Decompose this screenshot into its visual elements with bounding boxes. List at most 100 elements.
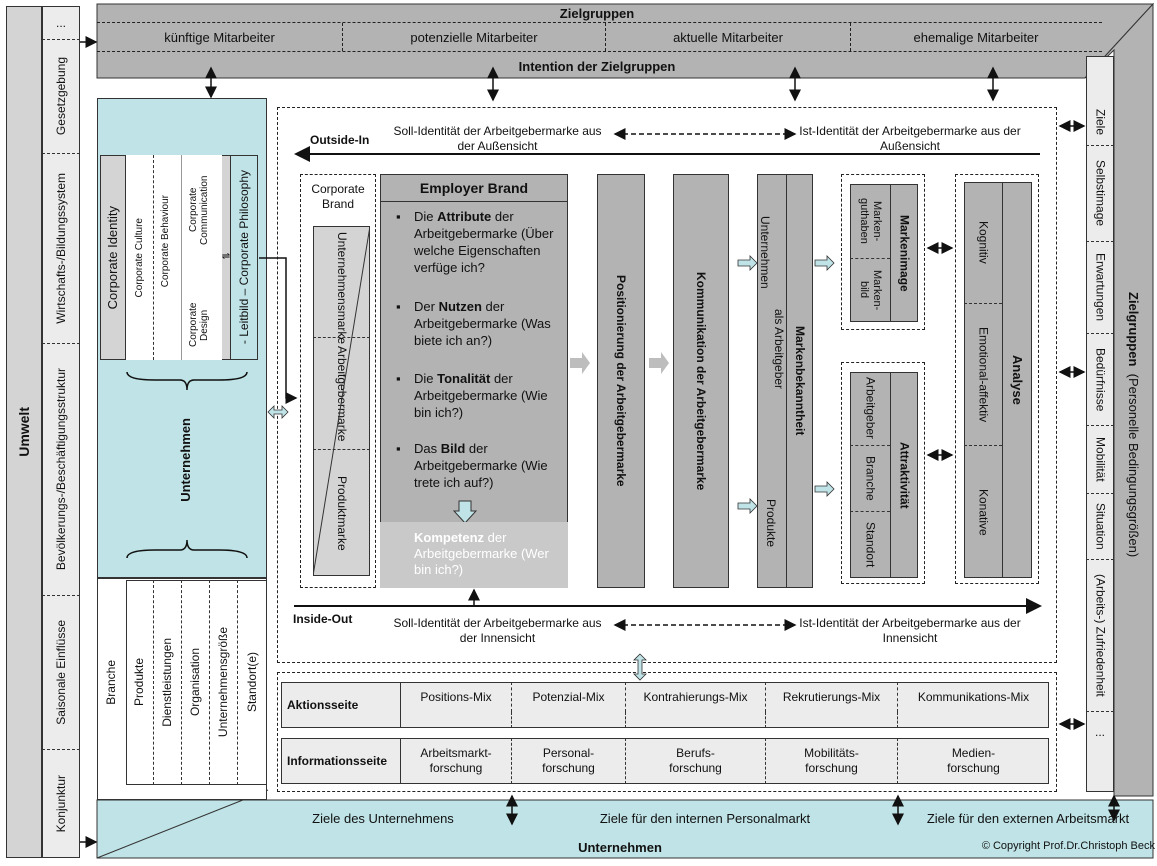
kommunikation-box: Kommunikation der Arbeitgebermarke [673,174,729,588]
zielgruppe-potenzielle: potenzielle Mitarbeiter [343,23,606,51]
zielgruppen-right-item: Situation [1086,494,1114,560]
employer-brand-title: Employer Brand [380,174,568,202]
markenimage-title: Markenimage [897,214,912,292]
markenbekanntheit-title: Markenbekanntheit [793,326,807,436]
info-mobilitaets: Mobilitäts-forschung [766,738,898,784]
unternehmen-item-organisation: Organisation [182,580,210,785]
attraktivitaet-arbeitgeber: Arbeitgeber [850,372,890,446]
unternehmen-title: Unternehmen [177,418,193,502]
brace-top-icon [126,371,248,391]
umwelt-column [6,6,42,858]
employer-brand-nutzen: ▪ Der Nutzen der Arbeitgebermarke (Was b… [396,299,551,348]
ziele-intern: Ziele für den internen Personalmarkt [599,810,811,826]
attraktivitaet-standort: Standort [863,522,878,568]
markenbekanntheit-box [757,174,813,588]
zielgruppe-kuenftige: künftige Mitarbeiter [97,23,343,51]
zielgruppen-top-title: Zielgruppen [559,5,635,21]
employer-brand-bild: ▪ Das Bild der Arbeitgebermarke (Wie tre… [396,441,548,490]
analyse-box [955,174,1039,584]
aktionsseite-label: Aktionsseite [281,682,401,728]
inside-out-label: Inside-Out [293,612,353,626]
unternehmen-lower-box [126,580,267,785]
mix-positions: Positions-Mix [401,682,512,712]
unternehmen-item-dienstleistungen: Dienstleistungen [154,580,182,785]
analyse-kognitiv: Kognitiv [964,182,1002,304]
informationsseite-label: Informationsseite [281,738,401,784]
zielgruppen-right-items [1086,56,1114,792]
zielgruppen-right-item: Mobilität [1086,426,1114,494]
analyse-emotional: Emotional-affektiv [964,304,1002,446]
zielgruppen-right-title: Zielgruppen (Personelle Bedingungsgrößen… [1126,292,1141,558]
analyse-vdivider [1002,182,1003,578]
mix-potenzial: Potenzial-Mix [512,682,626,712]
ziele-unternehmen: Ziele des Unternehmens [312,810,454,826]
attraktivitaet-box [841,362,925,584]
analyse-title: Analyse [1010,355,1025,405]
attraktivitaet-branche: Branche [850,446,890,512]
down-arrow-icon [453,500,477,524]
zielgruppen-right-item: Bedürfnisse [1086,334,1114,426]
mix-divider [512,712,626,728]
info-berufs: Berufs-forschung [626,738,766,784]
unternehmen-item-standort: Standort(e) [245,652,259,713]
zielgruppen-right-item: Selbstimage [1086,146,1114,242]
outside-in-label: Outside-In [310,133,370,147]
mix-kommunikations: Kommunikations-Mix [917,689,1030,704]
unternehmen-item-produkte: Produkte [126,580,154,785]
markenimage-box [841,174,925,330]
markenimage-guthaben: Marken-guthaben [858,198,883,244]
kompetenz-text: Kompetenz der Arbeitgebermarke (Wer bin … [414,530,549,577]
mix-divider [401,712,512,728]
brace-bottom-icon [126,539,248,559]
corporate-culture: Corporate Culture [126,155,154,360]
employer-brand-box [380,174,568,588]
markenimage-divider [850,258,890,259]
info-medien: Medien-forschung [947,746,1000,775]
mix-divider [626,712,766,728]
mix-kontrahierungs: Kontrahierungs-Mix [626,682,766,712]
ist-aussen: Ist-Identität der Arbeitgebermarke aus d… [799,124,1021,153]
zielgruppen-right-item: Erwartungen [1086,242,1114,334]
mix-rekrutierungs: Rekrutierungs-Mix [766,682,898,712]
attraktivitaet-inner [850,372,918,578]
ist-innen: Ist-Identität der Arbeitgebermarke aus d… [799,616,1021,645]
unternehmen-item-branche: Branche [104,660,118,705]
bekanntheit-items: Unternehmen als Arbeitgeber Produkte [758,216,786,548]
employer-brand-attribute: ▪ Die Attribute der Arbeitgebermarke (Üb… [396,209,554,275]
unternehmen-item-groesse: Unternehmensgröße [210,580,238,785]
unternehmen-bottom-title: Unternehmen [578,839,662,855]
umwelt-item: Wirtschafts-/Bildungssystem [42,154,80,344]
umwelt-item: ... [42,6,80,40]
zielgruppen-right-item: Ziele [1086,100,1114,146]
informationsseite-row [281,738,1049,784]
attraktivitaet-title: Attraktivität [897,441,912,509]
mix-divider [766,712,898,728]
employer-brand-tonalitaet: ▪ Die Tonalität der Arbeitgebermarke (Wi… [396,371,548,420]
brand-produktmarke: Produktmarke [335,475,349,551]
brand-unternehmensmarke: Unternehmensmarke [313,226,370,344]
corporate-behaviour: Corporate Behaviour [154,155,182,360]
zielgruppen-right-item: (Arbeits-) Zufriedenheit [1086,560,1114,712]
zielgruppe-ehemalige: ehemalige Mitarbeiter [913,29,1039,45]
leitbild-link-icon: ⇌ [221,250,231,262]
markenimage-bild: Marken-bild [858,269,883,311]
positionierung-box: Positionierung der Arbeitgebermarke [597,174,645,588]
soll-aussen: Soll-Identität der Arbeitgebermarke aus … [393,124,602,153]
info-arbeitsmarkt: Arbeitsmarkt-forschung [401,738,512,784]
soll-innen: Soll-Identität der Arbeitgebermarke aus … [393,616,602,645]
info-personal: Personal-forschung [512,738,626,784]
markenimage-inner [850,184,918,322]
corporate-brand-title: Corporate Brand [311,182,365,211]
leitbild: - Leitbild – Corporate Philosophy [230,155,258,360]
zielgruppe-aktuelle: aktuelle Mitarbeiter [606,23,851,51]
analyse-konative: Konative [976,488,991,536]
intention-der-zielgruppen: Intention der Zielgruppen [518,58,676,74]
kompetenz-box [380,522,568,588]
brand-diagonal [313,226,370,576]
umwelt-item: Saisonale Einflüsse [42,596,80,750]
copyright: © Copyright Prof.Dr.Christoph Beck [981,840,1155,852]
markenbekanntheit-divider [786,174,787,588]
zielgruppen-right-item: ... [1094,724,1105,739]
corporate-communication: Corporate Communication Corporate Design [182,155,222,360]
